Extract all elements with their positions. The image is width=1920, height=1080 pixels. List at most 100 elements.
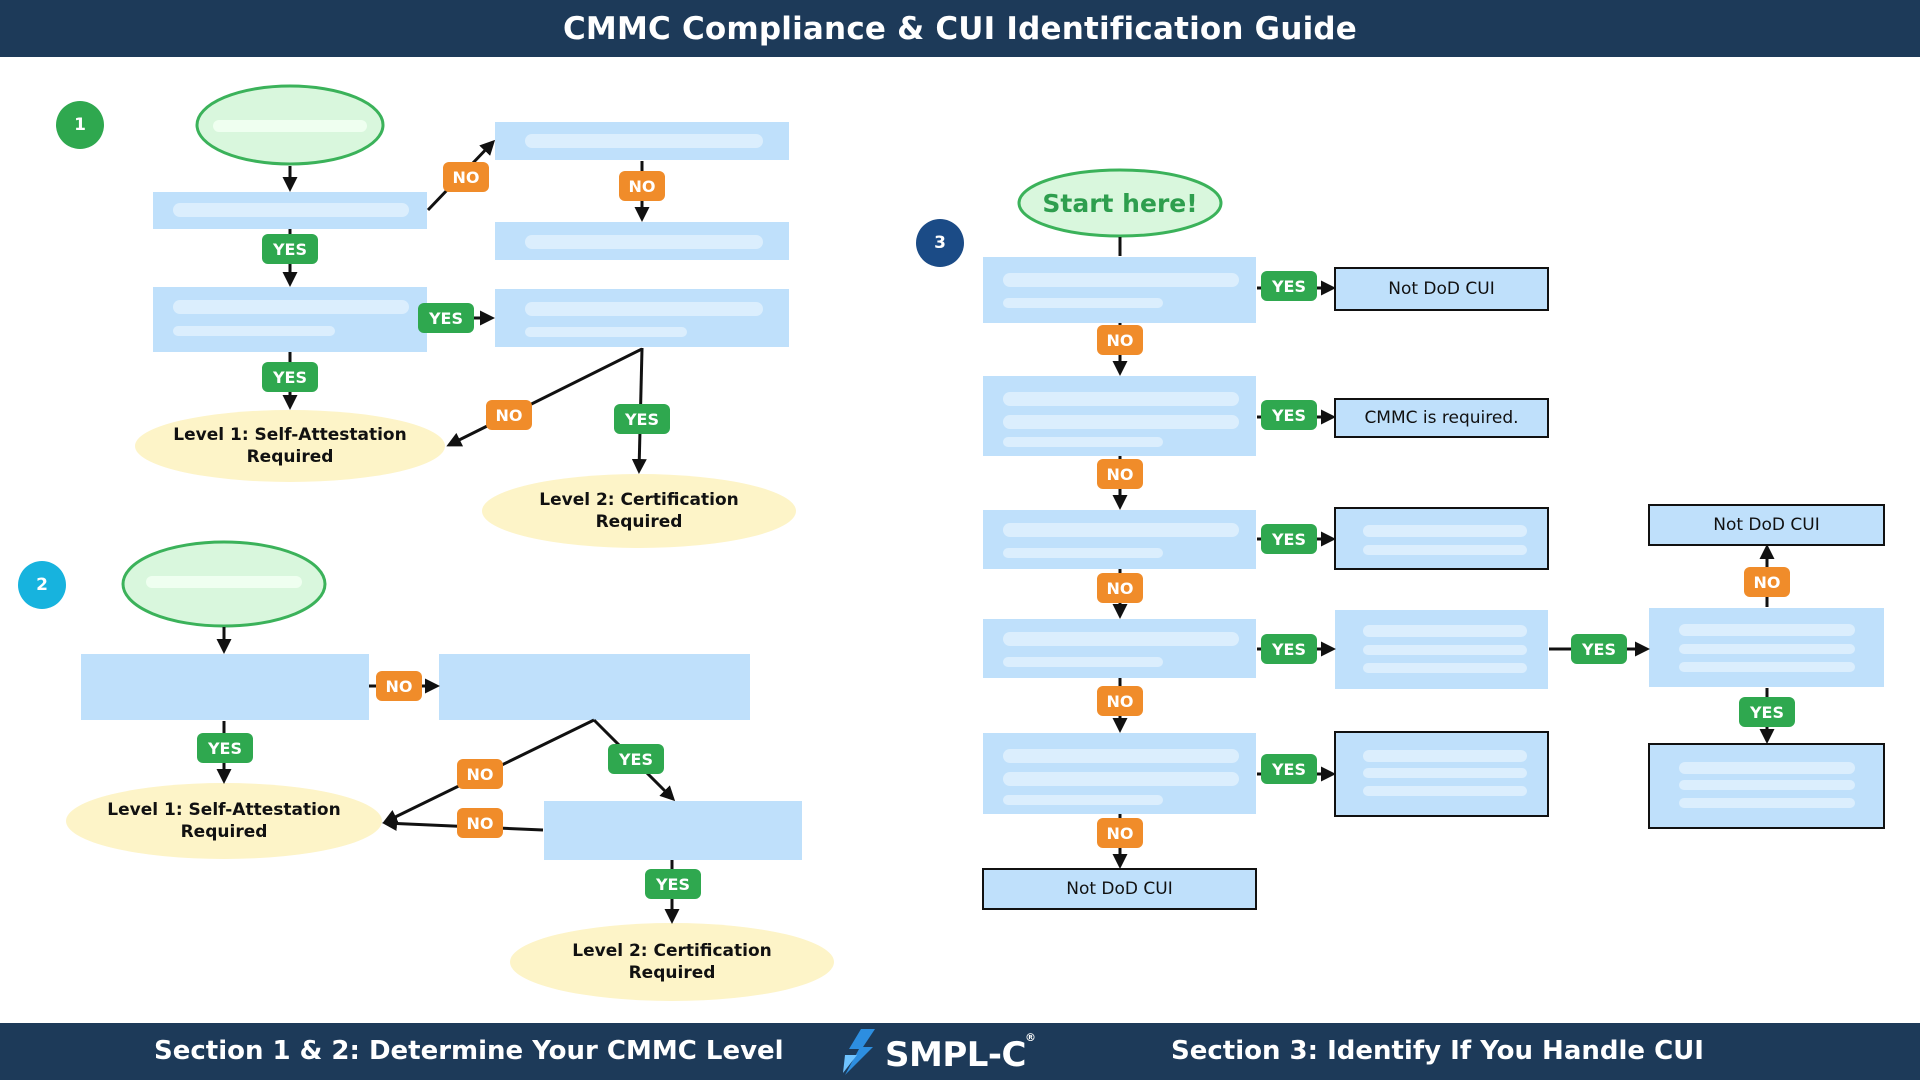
s1-q2-placeholder-2 (173, 326, 335, 336)
section-2 (66, 540, 834, 1001)
section-3-number: 3 (916, 219, 964, 267)
s3-start-oval (1017, 168, 1223, 238)
s1-level1-oval (135, 410, 445, 482)
s3-no-badge-2: NO (1097, 459, 1143, 489)
s3-yes-badge-5: YES (1261, 754, 1317, 784)
s1-q2-placeholder-1 (173, 300, 409, 314)
s3-yes-badge-3: YES (1261, 524, 1317, 554)
s1-no-badge-2: NO (619, 171, 665, 201)
s1-line-q5-level1 (446, 347, 644, 447)
s3-q1-placeholder-2 (1003, 298, 1163, 308)
s3-q5-placeholder-2 (1003, 772, 1239, 786)
s1-yes-badge-2: YES (418, 303, 474, 333)
s3-a5-placeholder-2 (1363, 768, 1527, 778)
brand-logo[interactable]: SMPL-C ® (835, 1025, 1036, 1079)
s1-q1-placeholder (173, 203, 409, 217)
s2-yes-badge-1: YES (197, 733, 253, 763)
s2-no-badge-2: NO (457, 759, 503, 789)
s3-a5-placeholder-1 (1363, 750, 1527, 762)
s2-level1-label: Level 1: Self-Attestation Required (107, 800, 341, 842)
s3-q3-placeholder-2 (1003, 548, 1163, 558)
s1-q4-placeholder (525, 235, 763, 249)
s2-start-placeholder (146, 576, 302, 588)
s1-yes-badge-1: YES (262, 234, 318, 264)
footer-left-title: Section 1 & 2: Determine Your CMMC Level (154, 1036, 784, 1066)
s2-q1-box (81, 654, 369, 720)
s3-a5-placeholder-3 (1363, 786, 1527, 796)
s3-no-badge-3: NO (1097, 573, 1143, 603)
page-title: CMMC Compliance & CUI Identification Gui… (0, 0, 1920, 57)
s3-q2-placeholder-3 (1003, 437, 1163, 447)
s3-q3-placeholder-1 (1003, 523, 1239, 537)
s3-cmmc-required-text: CMMC is required. (1364, 408, 1519, 428)
s2-yes-badge-2: YES (608, 744, 664, 774)
section-1 (135, 84, 796, 548)
s2-no-badge-3: NO (457, 808, 503, 838)
s3-b1-placeholder-2 (1679, 644, 1855, 654)
s2-level1-oval (66, 783, 382, 859)
s2-no-badge-1: NO (376, 671, 422, 701)
s1-level1-label: Level 1: Self-Attestation Required (173, 425, 407, 467)
s3-yes-badge-4: YES (1261, 634, 1317, 664)
s3-no-badge-6: NO (1744, 567, 1790, 597)
s3-b1-placeholder-1 (1679, 624, 1855, 636)
s3-b2-placeholder-3 (1679, 798, 1855, 808)
s3-a4-placeholder-2 (1363, 645, 1527, 655)
s1-no-badge-3: NO (486, 400, 532, 430)
s3-a4-placeholder-1 (1363, 625, 1527, 637)
s3-q4-placeholder-1 (1003, 632, 1239, 646)
s1-no-badge-1: NO (443, 162, 489, 192)
logo-text: SMPL-C (885, 1035, 1026, 1075)
s3-not-cui-top-text: Not DoD CUI (1388, 279, 1495, 299)
s1-q5-placeholder-2 (525, 327, 687, 337)
s1-q5-box (495, 289, 789, 347)
s3-not-cui-bottom-text: Not DoD CUI (1066, 879, 1173, 899)
section-1-number: 1 (56, 101, 104, 149)
s3-yes-badge-2: YES (1261, 400, 1317, 430)
s3-no-badge-4: NO (1097, 686, 1143, 716)
s3-yes-badge-7: YES (1739, 697, 1795, 727)
s3-b2-placeholder-2 (1679, 780, 1855, 790)
footer-right-title: Section 3: Identify If You Handle CUI (1171, 1036, 1704, 1066)
logo-mark-icon (843, 1029, 875, 1075)
s3-q2-placeholder-2 (1003, 415, 1239, 429)
s3-not-cui-right-text: Not DoD CUI (1713, 515, 1820, 535)
s1-yes-badge-3: YES (262, 362, 318, 392)
s3-q3-box (983, 510, 1256, 569)
s3-a4-placeholder-3 (1363, 663, 1527, 673)
s1-yes-badge-4: YES (614, 404, 670, 434)
s1-q2-box (153, 287, 427, 352)
s3-no-badge-5: NO (1097, 818, 1143, 848)
s3-q1-placeholder-1 (1003, 273, 1239, 287)
s2-level2-oval (510, 923, 834, 1001)
s3-q1-box (983, 257, 1256, 323)
s3-result-not-cui-top (1334, 267, 1549, 311)
registered-mark: ® (1025, 1031, 1036, 1044)
s3-yes-badge-1: YES (1261, 271, 1317, 301)
s3-b1-placeholder-3 (1679, 662, 1855, 672)
s3-q2-placeholder-1 (1003, 392, 1239, 406)
s3-a3-placeholder-1 (1363, 525, 1527, 537)
s3-q5-placeholder-3 (1003, 795, 1163, 805)
s2-yes-badge-3: YES (645, 869, 701, 899)
s2-q3-box (544, 801, 802, 860)
section-3 (982, 168, 1885, 910)
s1-level2-oval (482, 474, 796, 548)
s3-b2-placeholder-1 (1679, 762, 1855, 774)
s2-q2-box (439, 654, 750, 720)
section-2-number: 2 (18, 561, 66, 609)
s2-level2-label: Level 2: Certification Required (572, 941, 772, 983)
s3-no-badge-1: NO (1097, 325, 1143, 355)
s3-result-not-cui-bottom (982, 868, 1257, 910)
footer: Section 1 & 2: Determine Your CMMC Level… (0, 1023, 1920, 1080)
s1-start-placeholder (213, 120, 367, 132)
s3-yes-badge-6: YES (1571, 634, 1627, 664)
s1-q5-placeholder-1 (525, 302, 763, 316)
s3-a3-placeholder-2 (1363, 545, 1527, 555)
s3-q5-placeholder-1 (1003, 749, 1239, 763)
s3-q4-box (983, 619, 1256, 678)
s1-level2-label: Level 2: Certification Required (539, 490, 739, 532)
s1-q3-placeholder (525, 134, 763, 148)
s3-start-label: Start here! (1042, 188, 1198, 218)
